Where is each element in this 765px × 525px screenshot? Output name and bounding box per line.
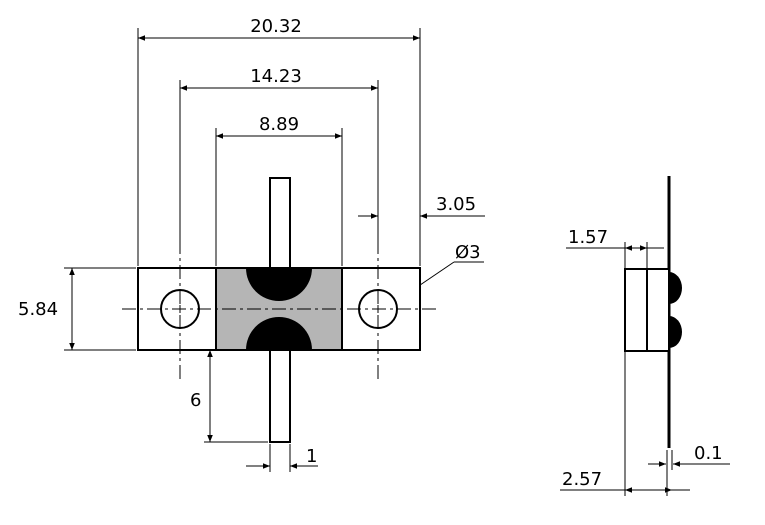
dim-overall-length-label: 20.32 <box>250 16 302 37</box>
dim-edge-to-hole-label: 3.05 <box>436 194 476 215</box>
bottom-lead <box>269 347 291 443</box>
bottom-metallization <box>246 317 312 350</box>
side-top-metallization <box>669 272 682 304</box>
dim-side-total-label: 2.57 <box>562 469 602 490</box>
dim-lead-width-label: 1 <box>306 446 317 467</box>
top-lead <box>269 177 291 271</box>
dim-lead-length-label: 6 <box>190 390 201 411</box>
side-bottom-metallization <box>669 316 682 348</box>
dim-hole-spacing-label: 14.23 <box>250 66 302 87</box>
dim-lead-thickness-label: 0.1 <box>694 443 723 464</box>
dim-hole-diameter-label: Ø3 <box>455 242 481 263</box>
front-view: 20.32 14.23 8.89 3.05 Ø3 <box>18 16 485 472</box>
dim-body-width-label: 8.89 <box>259 114 299 135</box>
dim-flange-height-label: 5.84 <box>18 299 58 320</box>
side-view: 1.57 2.57 0.1 <box>560 176 730 496</box>
dim-side-flange-label: 1.57 <box>568 227 608 248</box>
top-metallization <box>246 268 312 301</box>
